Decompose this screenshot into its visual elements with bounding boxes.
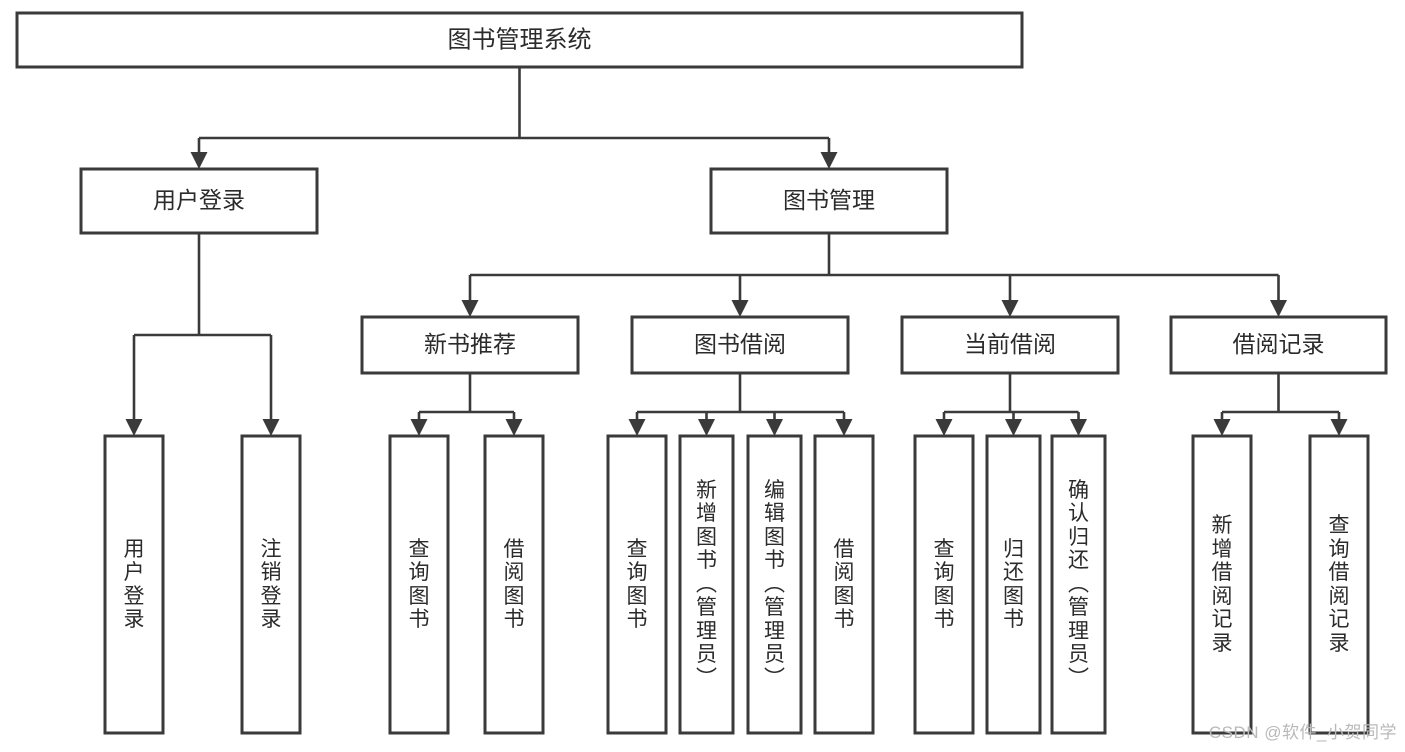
node-leaf-1-rect: [240, 434, 302, 735]
node-leaf-12[interactable]: [1308, 434, 1370, 735]
node-leaf-4-rect: [606, 434, 668, 735]
node-leaf-2-rect: [388, 434, 450, 735]
node-leaf-3-rect: [483, 434, 545, 735]
root-to-login-arrowhead: [190, 152, 208, 169]
l3-1-to-leaf-1-arrowhead: [698, 419, 715, 436]
l3-1-to-leaf-0-arrowhead: [628, 419, 646, 436]
l3-0-to-leaf-1-arrowhead: [505, 419, 523, 436]
csdn-watermark: CSDN @软件_小贺同学: [1208, 723, 1397, 742]
node-leaf-10-rect: [1050, 434, 1107, 735]
node-leaf-0[interactable]: [103, 434, 165, 735]
node-root-label: 图书管理系统: [448, 26, 592, 53]
bookmgmt-to-l3-2-arrowhead: [1001, 300, 1019, 317]
node-leaf-1[interactable]: [240, 434, 302, 735]
l3-2-to-leaf-2-arrowhead: [1070, 419, 1087, 436]
node-leaf-11-rect: [1191, 434, 1253, 735]
node-leaf-5-rect: [678, 434, 735, 735]
node-level3-2-label: 当前借阅: [964, 331, 1056, 357]
node-leaf-11[interactable]: [1191, 434, 1253, 735]
node-level3-3-label: 借阅记录: [1233, 331, 1325, 357]
node-leaf-5[interactable]: [678, 434, 735, 735]
bookmgmt-to-l3-1-arrowhead: [731, 300, 749, 317]
l3-1-to-leaf-2-arrowhead: [766, 419, 783, 436]
node-leaf-7[interactable]: [813, 434, 875, 735]
node-level2-0-rect: [79, 167, 319, 235]
node-leaf-6[interactable]: [746, 434, 803, 735]
node-level3-1-label: 图书借阅: [694, 331, 786, 357]
node-root-rect: [15, 11, 1024, 69]
node-leaf-10[interactable]: [1050, 434, 1107, 735]
node-level3-3[interactable]: 借阅记录: [1169, 315, 1388, 375]
node-leaf-8[interactable]: [913, 434, 975, 735]
node-root[interactable]: 图书管理系统: [15, 11, 1024, 69]
node-level3-2-rect: [900, 315, 1120, 375]
node-leaf-0-rect: [103, 434, 165, 735]
node-leaf-3[interactable]: [483, 434, 545, 735]
root-to-bookmgmt-arrowhead: [820, 152, 838, 169]
node-leaf-6-rect: [746, 434, 803, 735]
node-level3-1[interactable]: 图书借阅: [630, 315, 850, 375]
node-leaf-7-rect: [813, 434, 875, 735]
node-level3-0[interactable]: 新书推荐: [360, 315, 580, 375]
bookmgmt-to-l3-0-arrowhead: [461, 300, 479, 317]
l3-0-to-leaf-0-arrowhead: [410, 419, 428, 436]
bookmgmt-to-l3-3-arrowhead: [1270, 300, 1287, 317]
node-leaf-4[interactable]: [606, 434, 668, 735]
node-leaf-8-rect: [913, 434, 975, 735]
l3-2-to-leaf-1-arrowhead: [1005, 419, 1022, 436]
node-leaf-9[interactable]: [985, 434, 1042, 735]
l3-3-to-leaf-0-arrowhead: [1213, 419, 1231, 436]
login-to-leaf-0-arrowhead: [125, 419, 143, 436]
node-leaf-12-rect: [1308, 434, 1370, 735]
node-level3-0-rect: [360, 315, 580, 375]
node-leaf-9-rect: [985, 434, 1042, 735]
node-level2-1-label: 图书管理: [783, 187, 875, 213]
login-to-leaf-1-arrowhead: [262, 419, 280, 436]
node-level3-0-label: 新书推荐: [424, 331, 516, 357]
node-level2-0[interactable]: 用户登录: [79, 167, 319, 235]
l3-2-to-leaf-0-arrowhead: [935, 419, 953, 436]
l3-1-to-leaf-3-arrowhead: [835, 419, 853, 436]
node-level2-1[interactable]: 图书管理: [709, 167, 949, 235]
l3-3-to-leaf-1-arrowhead: [1330, 419, 1348, 436]
node-leaf-2[interactable]: [388, 434, 450, 735]
node-level2-0-label: 用户登录: [153, 187, 245, 213]
node-level3-2[interactable]: 当前借阅: [900, 315, 1120, 375]
